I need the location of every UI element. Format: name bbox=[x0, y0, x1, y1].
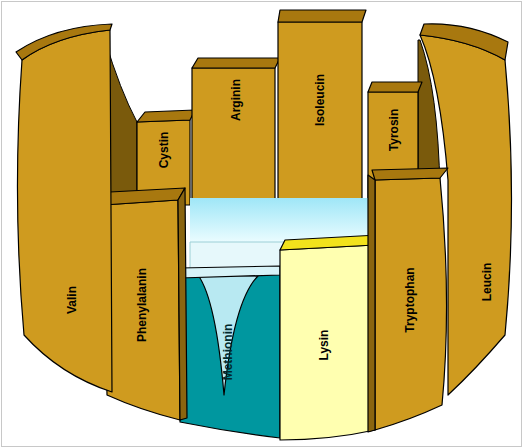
amino-acid-stave: Phenylalanin bbox=[100, 185, 190, 425]
stave-face bbox=[280, 235, 378, 250]
stave-label: Tryptophan bbox=[404, 267, 416, 332]
stave-face bbox=[192, 58, 280, 68]
stave-label: Arginin bbox=[230, 79, 242, 121]
stave-label: Isoleucin bbox=[314, 74, 326, 126]
water-surface bbox=[190, 198, 372, 242]
stave-face bbox=[178, 188, 187, 420]
stave-outline bbox=[12, 22, 124, 400]
stave-face bbox=[278, 22, 362, 205]
stave-face bbox=[278, 10, 366, 22]
amino-acid-stave: Lysin bbox=[278, 232, 380, 444]
amino-acid-stave: Isoleucin bbox=[276, 8, 368, 208]
amino-acid-stave: Methionin bbox=[178, 266, 282, 443]
stave-face bbox=[420, 35, 512, 395]
amino-acid-stave: Tryptophan bbox=[365, 165, 455, 435]
stave-face bbox=[17, 30, 112, 392]
stave-face bbox=[368, 82, 422, 92]
stave-outline bbox=[190, 55, 282, 207]
amino-acid-stave: Valin bbox=[12, 22, 124, 400]
stave-face bbox=[16, 24, 112, 60]
stave-face bbox=[180, 266, 280, 278]
stave-label: Phenylalanin bbox=[136, 268, 148, 342]
stave-face bbox=[137, 110, 195, 122]
stave-face bbox=[103, 200, 180, 420]
stave-face bbox=[420, 24, 508, 60]
stave-label: Cystin bbox=[158, 132, 170, 169]
stave-face bbox=[375, 178, 447, 430]
stave-face bbox=[372, 168, 448, 180]
stave-face bbox=[180, 272, 280, 438]
stave-label: Methionin bbox=[222, 324, 234, 381]
stave-face bbox=[280, 245, 375, 440]
stave-face bbox=[192, 68, 275, 205]
stave-label: Lysin bbox=[318, 330, 330, 361]
stave-face bbox=[368, 175, 375, 432]
stave-face bbox=[137, 120, 190, 205]
stave-face bbox=[103, 188, 185, 205]
stave-label: Valin bbox=[66, 286, 78, 314]
stave-label: Leucin bbox=[481, 263, 493, 302]
amino-acid-stave: Arginin bbox=[190, 55, 282, 207]
stave-face bbox=[198, 275, 258, 395]
stave-label: Tyrosin bbox=[388, 109, 400, 151]
